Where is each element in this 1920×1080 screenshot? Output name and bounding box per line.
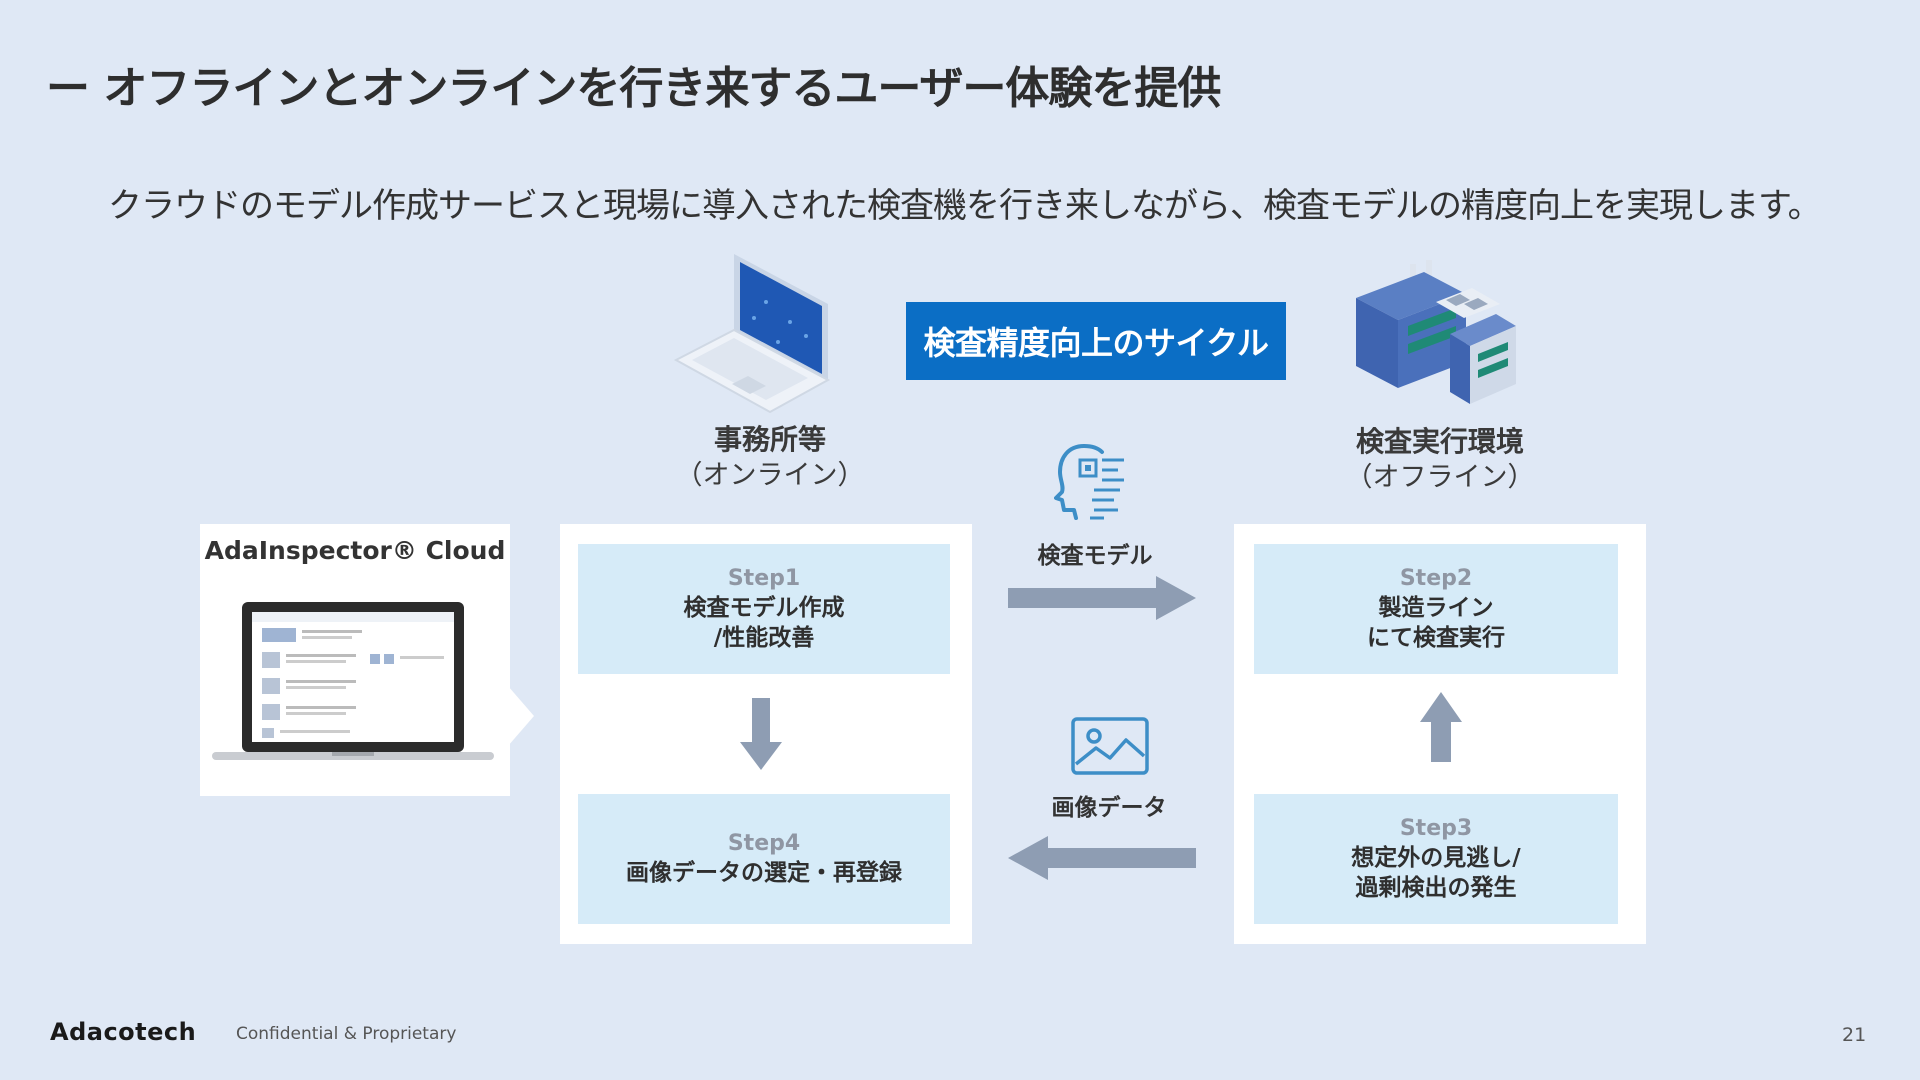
step3-number: Step3 [1399,815,1473,841]
cycle-label: 検査精度向上のサイクル [906,302,1286,380]
offline-location-sub: （オフライン） [1345,462,1535,493]
step4-text-line1: 画像データの選定・再登録 [626,859,902,886]
confidential-notice: Confidential & Proprietary [236,1024,457,1044]
step2-text-line1: 製造ライン [1378,594,1494,621]
step3-box: Step3 想定外の見逃し/ 過剰検出の発生 [1254,794,1618,924]
arrow-right-icon [1008,576,1196,620]
step4-box: Step4 画像データの選定・再登録 [578,794,950,924]
cloud-callout: AdaInspector® Cloud [200,524,510,796]
online-location-name: 事務所等 [713,423,826,456]
page-title: ー オフラインとオンラインを行き来するユーザー体験を提供 [46,63,1221,114]
image-icon [1071,717,1149,775]
model-label: 検査モデル [1037,543,1153,569]
step1-number: Step1 [727,565,801,591]
factory-icon [1356,260,1516,404]
step1-box: Step1 検査モデル作成 /性能改善 [578,544,950,674]
page-number: 21 [1842,1024,1867,1046]
arrow-up-icon [1420,692,1462,762]
arrow-down-icon [740,698,782,770]
step3-text-line1: 想定外の見逃し/ [1351,844,1521,871]
step4-number: Step4 [727,830,801,856]
cloud-laptop-screenshot [212,602,494,760]
page-subtitle: クラウドのモデル作成サービスと現場に導入された検査機を行き来しながら、検査モデル… [108,186,1822,226]
offline-location-label: 検査実行環境 （オフライン） [1310,424,1570,496]
ai-model-icon [1054,444,1124,520]
step2-text-line2: にて検査実行 [1367,624,1505,651]
image-data-label: 画像データ [1051,795,1167,821]
step3-text-line2: 過剰検出の発生 [1355,874,1517,901]
arrow-left-icon [1008,836,1196,880]
step2-number: Step2 [1399,565,1473,591]
step2-box: Step2 製造ライン にて検査実行 [1254,544,1618,674]
company-logo: Adacotech [50,1018,197,1046]
online-location-sub: （オンライン） [675,460,865,491]
cloud-title: AdaInspector® Cloud [204,536,506,565]
step1-text-line2: /性能改善 [713,624,815,651]
online-location-label: 事務所等 （オンライン） [640,422,900,494]
step1-text-line1: 検査モデル作成 [683,594,845,621]
callout-pointer [508,686,534,746]
offline-location-name: 検査実行環境 [1355,425,1524,458]
laptop-icon [673,254,831,414]
